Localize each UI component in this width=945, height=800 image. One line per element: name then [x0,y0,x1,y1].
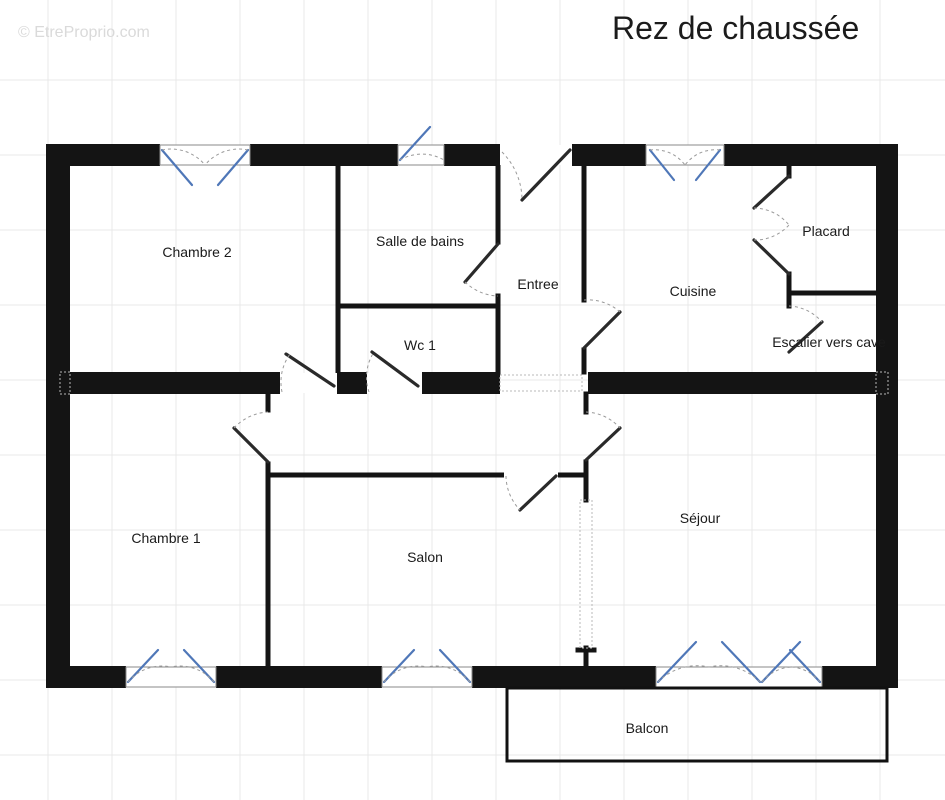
window-cuisine [645,144,725,182]
door-chambre2 [280,352,337,393]
door-chambre1 [232,411,270,464]
window-sejour [655,640,823,688]
exterior-walls [46,144,898,688]
corridor-opening [499,374,583,392]
door-salle-de-bains [463,242,500,297]
door-placard [752,174,791,276]
door-cuisine [582,299,622,350]
room-label-cuisine: Cuisine [669,283,717,299]
top-wall-segment [572,144,646,166]
room-label-chambre2: Chambre 2 [162,244,232,260]
top-wall-segment [724,144,898,166]
corridor-wall-segment [337,372,367,394]
window-chambre2 [159,144,251,187]
room-label-salon: Salon [407,549,443,565]
bottom-wall-segment [216,666,382,688]
window-salon [381,648,473,688]
corridor-wall-segment [60,372,280,394]
salon-sejour-opening [579,499,593,649]
interior-doors [232,174,824,512]
door-sejour [584,411,622,462]
room-label-chambre1: Chambre 1 [131,530,201,546]
bottom-wall-segment [472,666,656,688]
room-label-placard: Placard [802,223,850,239]
left-wall [46,144,70,688]
plan-title: Rez de chaussée [612,10,860,46]
interior-thin-walls [265,163,889,679]
door-wc1 [366,350,422,393]
room-label-balcon: Balcon [625,720,669,736]
door-escalier [787,305,824,354]
room-label-escalier: Escalier vers cave [772,334,886,350]
door-salon [504,472,558,512]
window-salle-de-bains [397,125,445,166]
windows [125,125,823,688]
top-wall-segment [46,144,160,166]
room-label-entree: Entree [517,276,559,292]
corridor-wall-segment [588,372,888,394]
room-label-wc1: Wc 1 [404,337,436,353]
watermark: © EtreProprio.com [18,24,150,41]
bottom-wall-segment [822,666,898,688]
window-chambre1 [125,648,217,688]
balcony-outline [505,686,889,763]
top-wall-segment [250,144,398,166]
corridor-wall-segment [422,372,500,394]
interior-thick-walls [59,371,889,395]
entrance-door [500,145,572,202]
top-wall-segment [444,144,500,166]
room-label-sejour: Séjour [679,510,721,526]
corridor-wall-end [59,371,71,395]
bottom-wall-segment [46,666,126,688]
corridor-wall-end [875,371,889,395]
room-label-salle-de-bains: Salle de bains [376,233,464,249]
right-wall [876,144,898,674]
